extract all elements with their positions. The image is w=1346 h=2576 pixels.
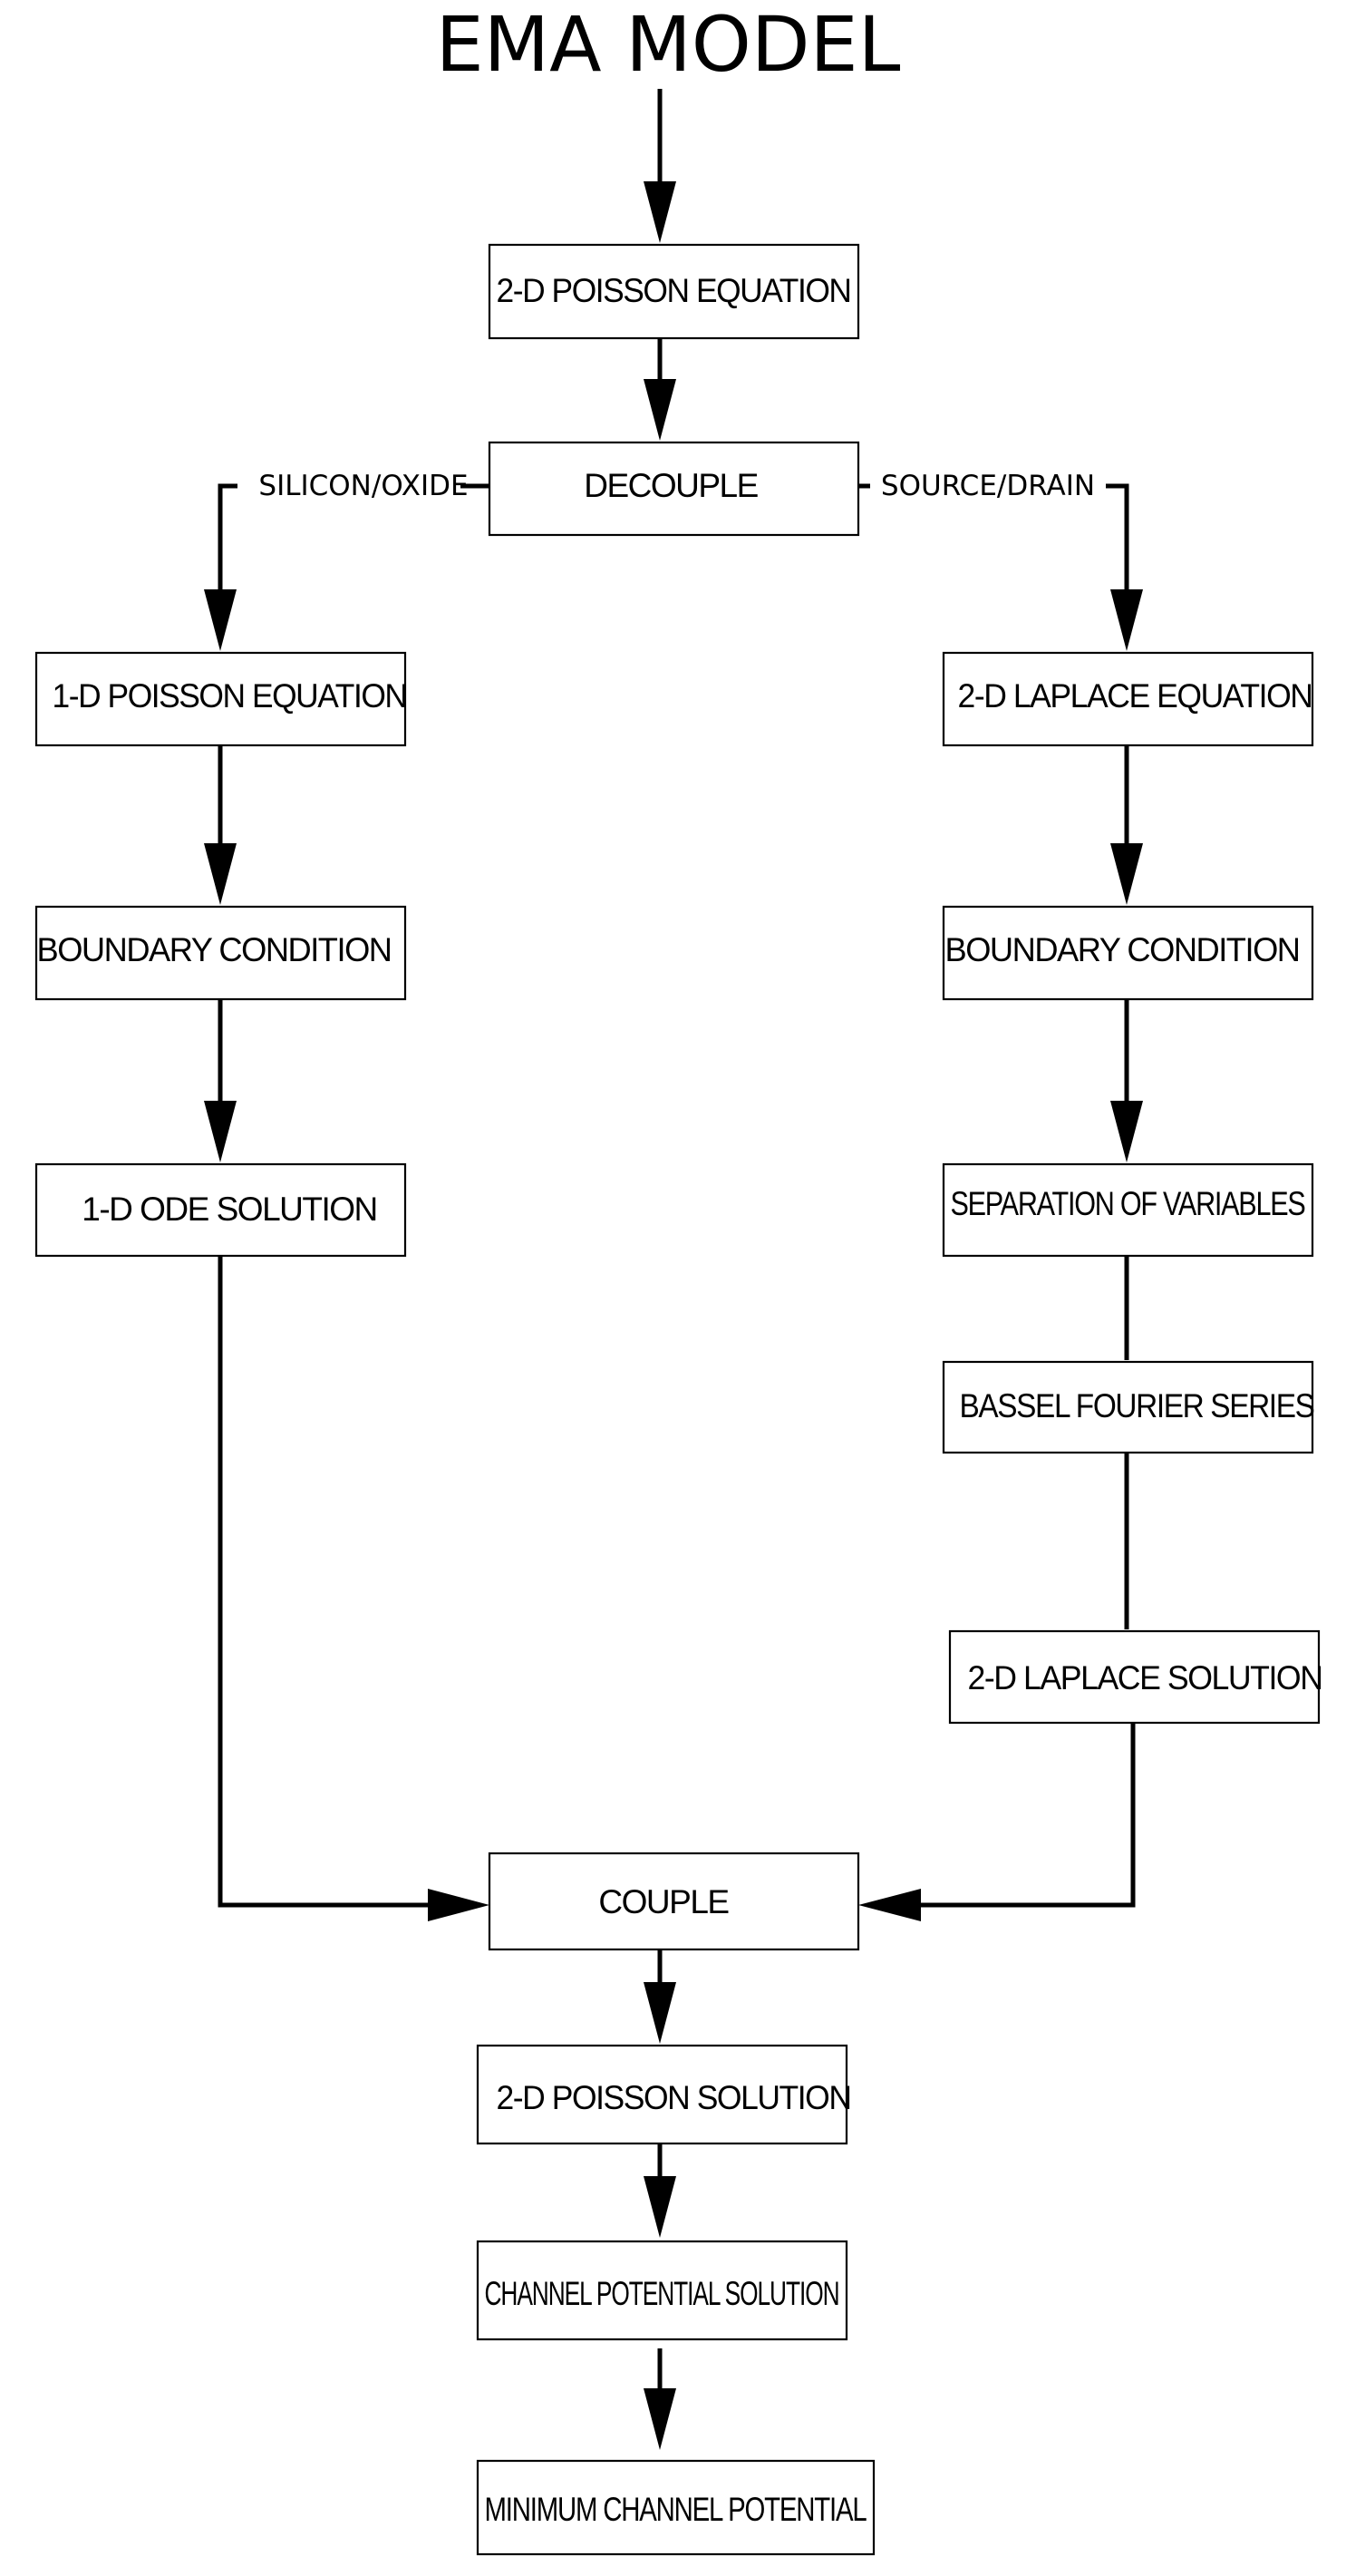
svg-text:2-D POISSON SOLUTION: 2-D POISSON SOLUTION	[497, 2079, 851, 2116]
edge-decouple-to-poisson-1d	[204, 483, 489, 651]
svg-text:2-D POISSON EQUATION: 2-D POISSON EQUATION	[497, 272, 851, 309]
node-minimum-potential: MINIMUM CHANNEL POTENTIAL	[476, 2459, 876, 2556]
edge-title-to-poisson-2d	[644, 89, 676, 243]
node-boundary-left: BOUNDARY CONDITION	[34, 905, 407, 1001]
node-separation: SEPARATION OF VARIABLES	[942, 1162, 1314, 1258]
node-ode-1d: 1-D ODE SOLUTION	[34, 1162, 407, 1258]
edge-channel-solution-to-minimum-potential	[644, 2348, 676, 2450]
node-poisson-1d: 1-D POISSON EQUATION	[34, 651, 408, 747]
svg-text:1-D POISSON EQUATION: 1-D POISSON EQUATION	[53, 677, 407, 714]
edges	[204, 89, 1143, 2450]
node-laplace-solution: 2-D LAPLACE SOLUTION	[948, 1629, 1323, 1725]
edge-couple-to-poisson-solution	[644, 1949, 676, 2044]
edge-laplace-solution-to-couple	[858, 1723, 1136, 1921]
svg-text:BOUNDARY CONDITION: BOUNDARY CONDITION	[945, 931, 1300, 968]
node-laplace-2d: 2-D LAPLACE EQUATION	[942, 651, 1314, 747]
svg-text:MINIMUM CHANNEL POTENTIAL: MINIMUM CHANNEL POTENTIAL	[485, 2491, 867, 2528]
diagram-title: EMA MODEL	[436, 0, 901, 89]
node-decouple: DECOUPLE	[488, 441, 860, 537]
edge-poisson-1d-to-boundary-left	[204, 745, 237, 905]
svg-text:SEPARATION OF VARIABLES: SEPARATION OF VARIABLES	[951, 1185, 1305, 1222]
edge-boundary-right-to-separation	[1110, 999, 1143, 1162]
node-poisson-solution: 2-D POISSON SOLUTION	[476, 2044, 852, 2145]
svg-text:BASSEL FOURIER SERIES: BASSEL FOURIER SERIES	[960, 1387, 1314, 1424]
edge-poisson-solution-to-channel-solution	[644, 2143, 676, 2238]
svg-text:COUPLE: COUPLE	[598, 1883, 729, 1920]
edge-label-source-drain: SOURCE/DRAIN	[881, 470, 1095, 502]
svg-text:2-D LAPLACE EQUATION: 2-D LAPLACE EQUATION	[958, 677, 1312, 714]
svg-text:CHANNEL POTENTIAL SOLUTION: CHANNEL POTENTIAL SOLUTION	[485, 2275, 839, 2312]
edge-poisson-2d-to-decouple	[644, 338, 676, 441]
node-poisson-2d: 2-D POISSON EQUATION	[488, 243, 860, 340]
edge-boundary-left-to-ode	[204, 999, 237, 1162]
node-channel-solution: CHANNEL POTENTIAL SOLUTION	[476, 2240, 848, 2341]
node-couple: COUPLE	[488, 1852, 860, 1951]
edge-decouple-to-laplace-2d	[858, 483, 1143, 651]
svg-text:2-D LAPLACE SOLUTION: 2-D LAPLACE SOLUTION	[968, 1659, 1322, 1696]
nodes: 2-D POISSON EQUATION DECOUPLE 1-D POISSO…	[34, 243, 1323, 2556]
svg-text:BOUNDARY CONDITION: BOUNDARY CONDITION	[37, 931, 392, 968]
edge-ode-to-couple	[218, 1256, 489, 1921]
svg-text:DECOUPLE: DECOUPLE	[584, 467, 758, 504]
edge-laplace-2d-to-boundary-right	[1110, 745, 1143, 905]
svg-text:1-D ODE SOLUTION: 1-D ODE SOLUTION	[82, 1191, 377, 1228]
node-boundary-right: BOUNDARY CONDITION	[942, 905, 1314, 1001]
edge-label-silicon-oxide: SILICON/OXIDE	[258, 470, 468, 502]
node-bassel: BASSEL FOURIER SERIES	[942, 1360, 1315, 1454]
